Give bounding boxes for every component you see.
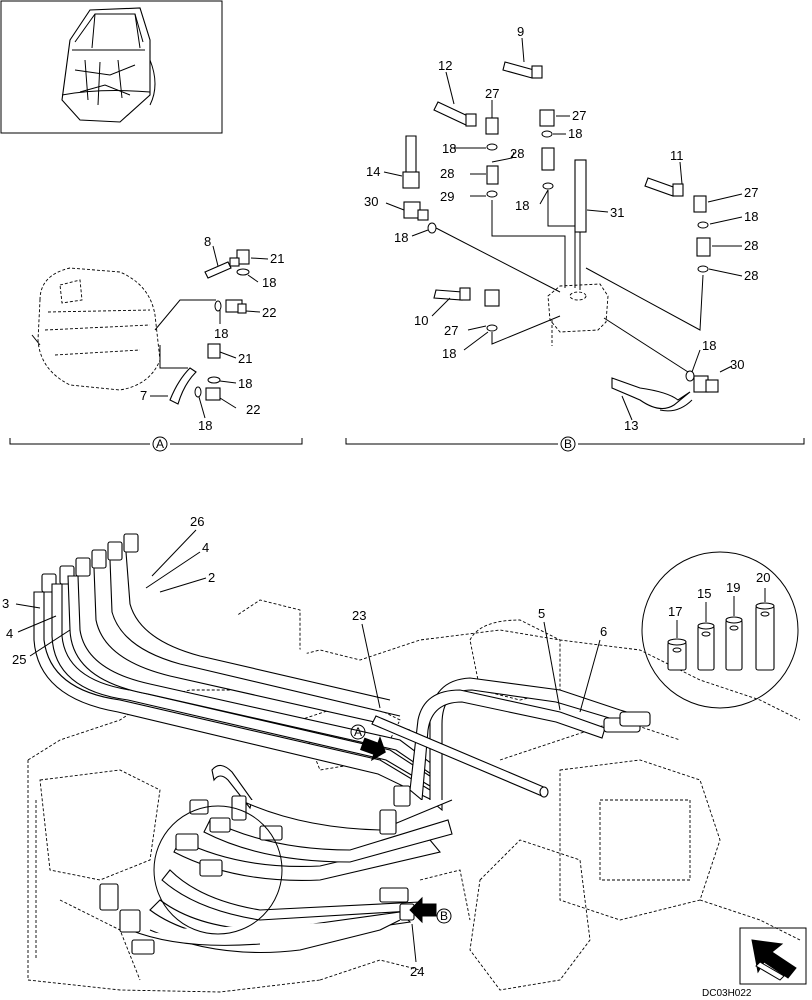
callout-26: 26	[190, 514, 204, 529]
callout-18: 18	[238, 376, 252, 391]
machine-overview-icon	[61, 7, 156, 123]
detail-b: 9 12 27 27 18 18 28 14 28 29 18 30 18 31…	[345, 24, 805, 452]
callout-28: 28	[744, 238, 758, 253]
callout-18: 18	[702, 338, 716, 353]
callout-22: 22	[246, 402, 260, 417]
callout-20: 20	[756, 570, 770, 585]
detail-a: 8 21 18 18 22 21 18 7 22 18 A	[9, 234, 303, 452]
callout-18: 18	[568, 126, 582, 141]
callout-10: 10	[414, 313, 428, 328]
callout-9: 9	[517, 24, 524, 39]
callout-2: 2	[208, 570, 215, 585]
callout-27: 27	[572, 108, 586, 123]
callout-19: 19	[726, 580, 740, 595]
callout-28: 28	[440, 166, 454, 181]
callout-17: 17	[668, 604, 682, 619]
section-label-a: A	[156, 437, 164, 451]
valve-fittings-cluster	[99, 785, 415, 955]
callout-18: 18	[744, 209, 758, 224]
callout-28: 28	[510, 146, 524, 161]
callout-21: 21	[238, 351, 252, 366]
main-assembly-view: A B 26 4 2 3 4 25 23 5 6 24	[2, 514, 801, 993]
callout-18: 18	[442, 346, 456, 361]
callout-4: 4	[202, 540, 209, 555]
callout-31: 31	[610, 205, 624, 220]
hose-end-group	[41, 533, 139, 593]
machine-overview-inset	[0, 0, 223, 134]
callout-27: 27	[744, 185, 758, 200]
callout-15: 15	[697, 586, 711, 601]
callout-14: 14	[366, 164, 380, 179]
callout-8: 8	[204, 234, 211, 249]
view-arrow-a-label: A	[354, 725, 362, 739]
callout-18: 18	[515, 198, 529, 213]
callout-11: 11	[670, 148, 684, 163]
callout-22: 22	[262, 305, 276, 320]
callout-18: 18	[198, 418, 212, 433]
callout-3: 3	[2, 596, 9, 611]
callout-4: 4	[6, 626, 13, 641]
callout-24: 24	[410, 964, 424, 979]
spacer-inset: 17 15 19 20	[641, 551, 799, 709]
callout-13: 13	[624, 418, 638, 433]
view-arrow-b-label: B	[440, 909, 448, 923]
navigation-arrow-icon	[739, 927, 807, 985]
figure-code: DC03H022	[702, 988, 752, 999]
callout-18: 18	[442, 141, 456, 156]
callout-6: 6	[600, 624, 607, 639]
callout-29: 29	[440, 189, 454, 204]
callout-21: 21	[270, 251, 284, 266]
callout-27: 27	[485, 86, 499, 101]
callout-30: 30	[730, 357, 744, 372]
callout-18: 18	[262, 275, 276, 290]
callout-25: 25	[12, 652, 26, 667]
callout-27: 27	[444, 323, 458, 338]
section-label-b: B	[564, 437, 572, 451]
callout-7: 7	[140, 388, 147, 403]
callout-5: 5	[538, 606, 545, 621]
callout-12: 12	[438, 58, 452, 73]
callout-28: 28	[744, 268, 758, 283]
callout-30: 30	[364, 194, 378, 209]
callout-18: 18	[214, 326, 228, 341]
callout-23: 23	[352, 608, 366, 623]
callout-18: 18	[394, 230, 408, 245]
